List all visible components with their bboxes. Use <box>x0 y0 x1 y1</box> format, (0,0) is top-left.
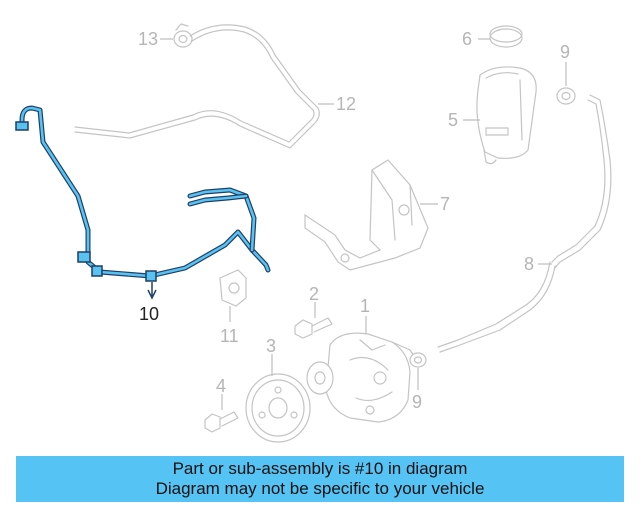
part-3-pulley <box>245 354 311 443</box>
info-banner: Part or sub-assembly is #10 in diagram D… <box>16 456 624 502</box>
callout-1[interactable]: 1 <box>360 296 370 316</box>
part-1-pump <box>306 316 419 423</box>
part-9-clamp-lower <box>409 352 427 390</box>
part-10-pressure-hose[interactable] <box>15 105 271 300</box>
callout-11[interactable]: 11 <box>220 326 239 346</box>
banner-line-2: Diagram may not be specific to your vehi… <box>155 479 485 498</box>
callout-5[interactable]: 5 <box>448 110 458 130</box>
callout-3[interactable]: 3 <box>266 336 276 356</box>
callout-12[interactable]: 12 <box>336 94 356 114</box>
callout-6[interactable]: 6 <box>462 29 472 49</box>
part-8-hose <box>437 94 612 353</box>
callout-9-upper[interactable]: 9 <box>560 42 570 62</box>
callout-2[interactable]: 2 <box>309 284 319 304</box>
part-9-clamp-upper <box>556 62 576 105</box>
part-4-bolt <box>204 394 239 433</box>
callout-10[interactable]: 10 <box>139 304 159 324</box>
callout-4[interactable]: 4 <box>216 376 226 396</box>
part-6-cap <box>478 25 523 48</box>
callout-7[interactable]: 7 <box>440 194 450 214</box>
callout-9-lower[interactable]: 9 <box>412 392 422 412</box>
part-11-mount <box>219 269 247 322</box>
part-2-bolt <box>294 302 333 339</box>
part-12-return-line <box>74 24 334 149</box>
part-13-clamp <box>160 23 193 48</box>
part-5-reservoir <box>463 66 537 165</box>
callout-13[interactable]: 13 <box>138 29 158 49</box>
banner-line-1: Part or sub-assembly is #10 in diagram <box>172 459 468 478</box>
callout-8[interactable]: 8 <box>524 254 534 274</box>
part-7-bracket <box>304 159 438 271</box>
